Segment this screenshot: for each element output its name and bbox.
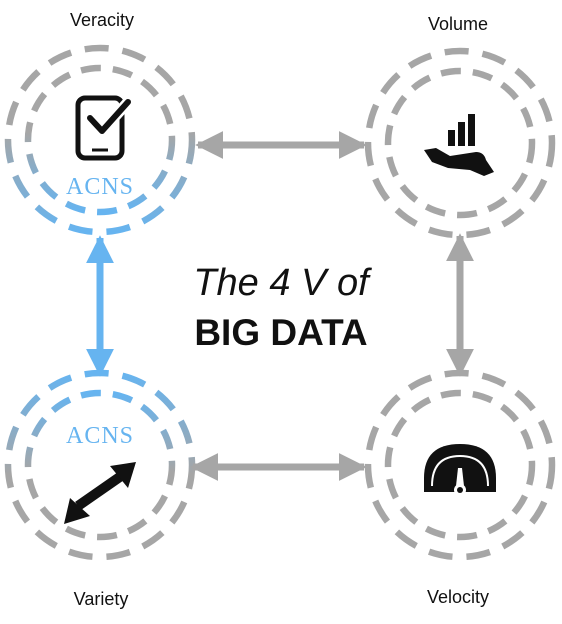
node-label-velocity: Velocity bbox=[426, 587, 490, 607]
speedometer-icon bbox=[424, 444, 496, 496]
diagram-title-line2: BIG DATA bbox=[194, 312, 368, 353]
diagonal-double-arrow-icon bbox=[64, 462, 136, 524]
hand-bar-chart-icon bbox=[424, 114, 494, 176]
ring-volume bbox=[364, 47, 556, 239]
ring-veracity bbox=[4, 44, 196, 236]
node-label-variety: Variety bbox=[73, 589, 129, 609]
node-label-veracity: Veracity bbox=[69, 10, 135, 30]
node-label-volume: Volume bbox=[427, 14, 489, 34]
tablet-check-icon bbox=[75, 95, 134, 161]
acns-badge-variety: ACNS bbox=[65, 423, 135, 449]
ring-variety bbox=[4, 369, 196, 561]
acns-badge-veracity: ACNS bbox=[65, 174, 135, 200]
diagram-title-line1: The 4 V of bbox=[193, 262, 369, 304]
